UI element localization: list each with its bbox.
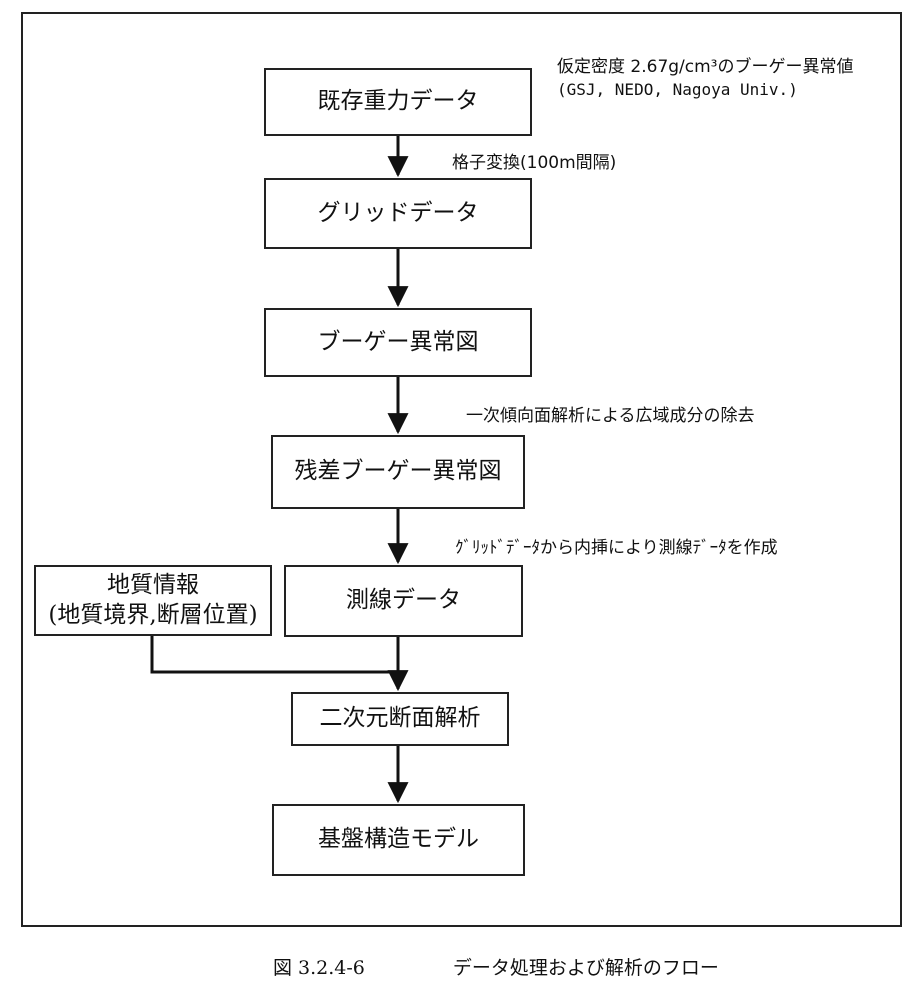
note-trend-removal: 一次傾向面解析による広域成分の除去 (466, 406, 755, 426)
caption-title: データ処理および解析のフロー (452, 957, 719, 979)
geology-info-line1: 地質情報 (106, 571, 199, 598)
box-residual-bouguer-map: 残差ブーゲー異常図 (271, 435, 525, 509)
box-grid-data: グリッドデータ (264, 178, 532, 249)
box-2d-section-analysis: 二次元断面解析 (291, 692, 509, 746)
diagram-frame (21, 12, 902, 927)
geology-info-line2: (地質境界,断層位置) (48, 601, 258, 628)
note-density-line1: 仮定密度 2.67g/cm³のブーゲー異常値 (557, 57, 854, 77)
box-bouguer-anomaly-map: ブーゲー異常図 (264, 308, 532, 377)
box-basement-structure-model: 基盤構造モデル (272, 804, 525, 876)
note-grid-conversion: 格子変換(100m間隔) (452, 153, 617, 173)
box-survey-line-data: 測線データ (284, 565, 523, 637)
note-interpolation: ｸﾞﾘｯﾄﾞﾃﾞｰﾀから内挿により測線ﾃﾞｰﾀを作成 (455, 538, 778, 558)
figure-caption: 図 3.2.4-6 データ処理および解析のフロー (273, 953, 719, 980)
box-geology-info: 地質情報 (地質境界,断層位置) (34, 565, 272, 636)
note-assumed-density: 仮定密度 2.67g/cm³のブーゲー異常値 (GSJ, NEDO, Nagoy… (557, 56, 854, 102)
line-geology-join (150, 636, 398, 674)
caption-number: 図 3.2.4-6 (273, 957, 365, 979)
note-density-line2: (GSJ, NEDO, Nagoya Univ.) (557, 79, 798, 99)
box-existing-gravity-data: 既存重力データ (264, 68, 532, 136)
